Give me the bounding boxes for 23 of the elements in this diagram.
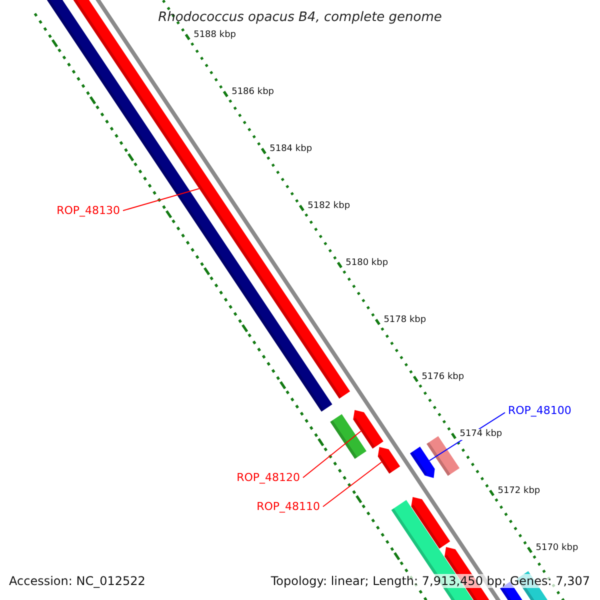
footer-text: Accession: NC_012522 <box>8 574 146 588</box>
gene-feature <box>353 410 384 449</box>
title: Rhodococcus opacus B4, complete genome <box>157 10 443 26</box>
scale-label: 5178 kbp <box>384 314 426 326</box>
scale-label: 5170 kbp <box>536 542 578 554</box>
scale-label: 5182 kbp <box>308 200 350 212</box>
gene-label: ROP_48130 <box>56 204 120 218</box>
gene-label: ROP_48120 <box>236 471 300 484</box>
scale-label: 5186 kbp <box>232 86 274 98</box>
gene-label: ROP_48100 <box>508 404 572 418</box>
gene-feature <box>378 447 400 474</box>
footer-text: Topology: linear; Length: 7,913,450 bp; Genes: 7,307 <box>270 574 591 588</box>
leader-line <box>302 430 362 478</box>
scale-label: 5180 kbp <box>346 258 388 269</box>
scale-label: 5174 kbp <box>460 428 502 440</box>
leader-line <box>322 462 382 508</box>
scale-label: 5184 kbp <box>270 144 312 155</box>
scale-label: 5172 kbp <box>498 486 540 497</box>
gene-label: ROP_48110 <box>256 500 320 514</box>
scale-label: 5176 kbp <box>422 372 464 383</box>
gene-feature <box>410 446 435 478</box>
leader-line <box>122 188 200 212</box>
scale-label: 5188 kbp <box>194 30 236 41</box>
